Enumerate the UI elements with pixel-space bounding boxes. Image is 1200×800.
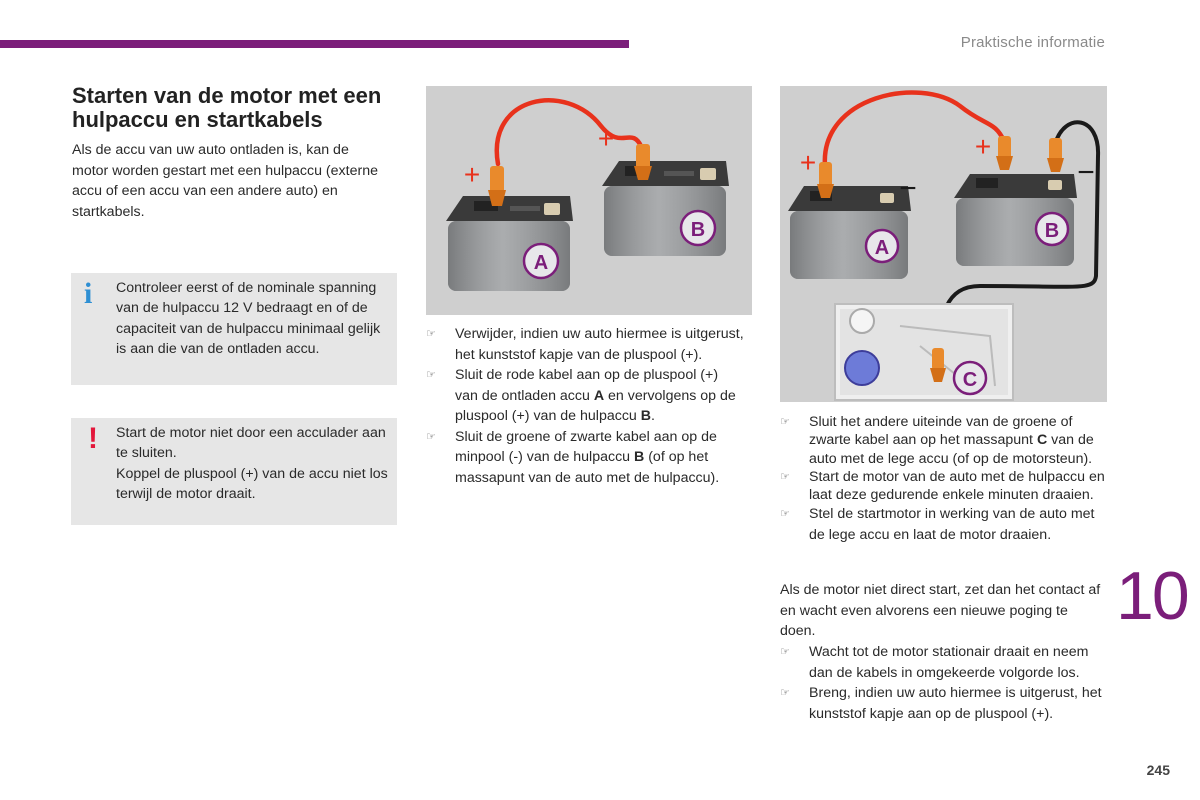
- pointing-hand-icon: ☞: [780, 507, 790, 521]
- info-icon: i: [84, 277, 93, 310]
- jumpstart-illustration-2: C B A: [780, 86, 1107, 402]
- pointing-hand-icon: ☞: [426, 429, 436, 443]
- instruction-list-3: ☞Wacht tot de motor stationair draait en…: [780, 642, 1110, 724]
- warning-icon: !: [88, 422, 98, 455]
- section-title: Praktische informatie: [960, 34, 1105, 51]
- list-item: ☞Wacht tot de motor stationair draait en…: [780, 644, 1089, 681]
- pointing-hand-icon: ☞: [780, 686, 790, 699]
- battery-a: A: [788, 186, 911, 279]
- intro-paragraph: Als de accu van uw auto ontladen is, kan…: [72, 142, 378, 220]
- plus-sign-b: +: [975, 131, 991, 162]
- red-clamp-a: [817, 162, 834, 198]
- label-c: C: [963, 369, 977, 391]
- red-clamp-b: [634, 144, 652, 180]
- list-item: ☞Breng, indien uw auto hiermee is uitger…: [780, 685, 1102, 722]
- header-accent-bar: [0, 40, 629, 48]
- pointing-hand-icon: ☞: [426, 327, 436, 340]
- battery-a: A: [446, 196, 573, 291]
- label-b: B: [1045, 220, 1059, 242]
- label-a: A: [534, 252, 548, 274]
- warning-line-1: Start de motor niet door een acculader a…: [116, 425, 386, 462]
- minus-sign-a: −: [899, 172, 917, 205]
- label-a: A: [875, 237, 889, 259]
- battery-b: B: [954, 174, 1077, 266]
- list-item: ☞Verwijder, indien uw auto hiermee is ui…: [426, 326, 744, 363]
- info-box: i Controleer eerst of de nominale spanni…: [71, 273, 397, 385]
- pointing-hand-icon: ☞: [780, 415, 790, 428]
- black-clamp-b: [1047, 138, 1064, 172]
- page-number: 245: [1146, 762, 1170, 778]
- warning-line-2: Koppel de pluspool (+) van de accu niet …: [116, 465, 388, 502]
- plus-sign-b: +: [598, 123, 614, 154]
- battery-diagram-2: C B A: [788, 90, 1101, 401]
- instruction-list-1: ☞Verwijder, indien uw auto hiermee is ui…: [426, 324, 744, 488]
- jumpstart-illustration-1: B A + +: [426, 86, 752, 315]
- retry-paragraph: Als de motor niet direct start, zet dan …: [780, 582, 1101, 639]
- battery-diagram-1: B A + +: [446, 98, 729, 291]
- black-clamp-c: [930, 348, 946, 382]
- page-title: Starten van de motor met een hulpaccu en…: [72, 83, 382, 132]
- instruction-list-2: ☞Sluit het andere uiteinde van de groene…: [780, 413, 1105, 545]
- label-b: B: [691, 219, 705, 241]
- chapter-number: 10: [1116, 558, 1190, 634]
- red-clamp-b: [996, 136, 1013, 170]
- battery-b: B: [602, 161, 729, 256]
- pointing-hand-icon: ☞: [780, 645, 790, 658]
- warning-box: ! Start de motor niet door een acculader…: [71, 418, 397, 525]
- red-clamp-a: [488, 166, 506, 206]
- pointing-hand-icon: ☞: [780, 469, 790, 483]
- list-item: ☞Sluit de rode kabel aan op de pluspool …: [426, 367, 736, 424]
- info-text: Controleer eerst of de nominale spanning…: [116, 280, 381, 357]
- plus-sign-a: +: [800, 147, 816, 178]
- warning-text: Start de motor niet door een acculader a…: [116, 423, 388, 504]
- minus-sign-b: −: [1077, 156, 1095, 189]
- pointing-hand-icon: ☞: [426, 368, 436, 381]
- list-item: ☞Stel de startmotor in werking van de au…: [780, 506, 1095, 543]
- list-item: ☞Sluit het andere uiteinde van de groene…: [780, 414, 1094, 467]
- plus-sign-a: +: [464, 159, 480, 190]
- list-item: ☞Start de motor van de auto met de hulpa…: [780, 468, 1105, 504]
- list-item: ☞Sluit de groene of zwarte kabel aan op …: [426, 428, 720, 486]
